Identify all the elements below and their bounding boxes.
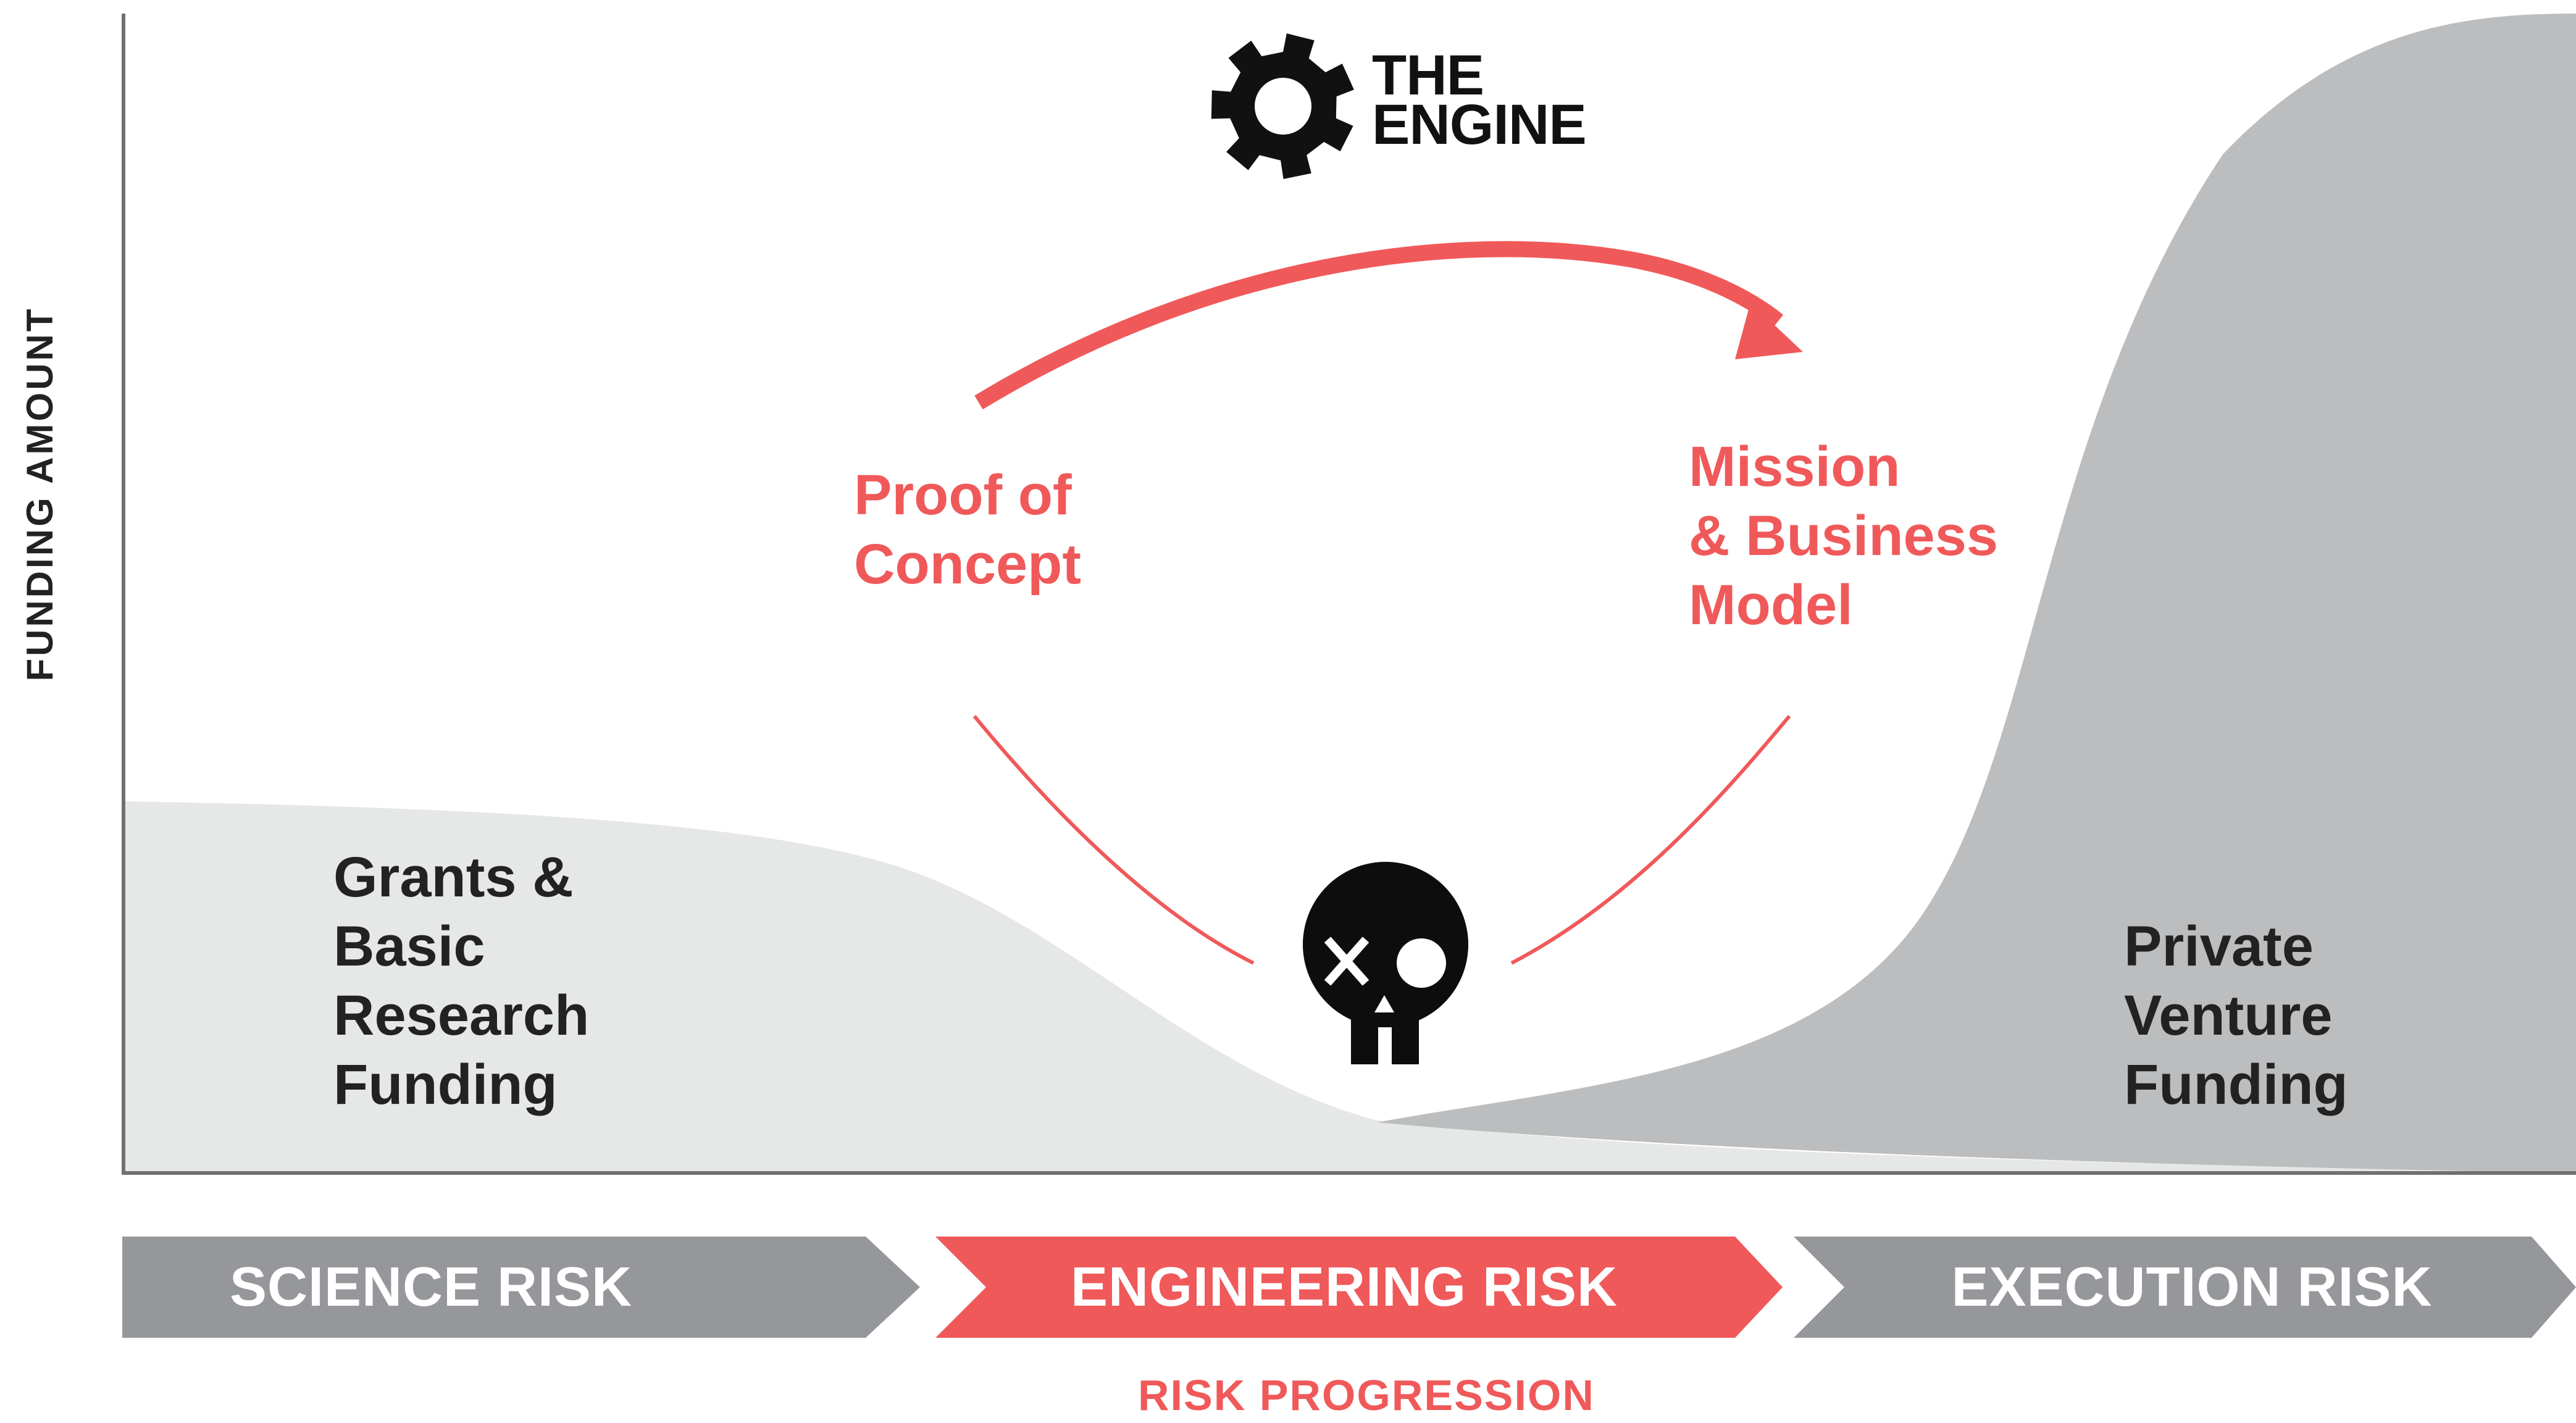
- logo-line-1: THE: [1372, 44, 1484, 107]
- gear-hole: [1255, 78, 1311, 135]
- stage-engineering-risk: [935, 1237, 1783, 1338]
- stage-science-risk: [122, 1237, 920, 1338]
- grants-line: Funding: [333, 1053, 558, 1116]
- mission-line: Mission: [1689, 435, 1901, 498]
- stage-label-execution: EXECUTION RISK: [1951, 1256, 2433, 1318]
- venture-funding-area: [1377, 14, 2576, 1173]
- stage-execution-risk: [1794, 1237, 2576, 1338]
- skull-icon: [1303, 862, 1468, 1064]
- grants-label: Grants & Basic Research Funding: [333, 843, 589, 1119]
- mission-line: Model: [1689, 574, 1853, 636]
- engine-gear-icon: [1211, 33, 1354, 179]
- mission-line: & Business: [1689, 504, 1999, 567]
- proof-line: Proof of: [854, 464, 1072, 527]
- mission-business-model-label: Mission & Business Model: [1689, 432, 1998, 640]
- curved-arrow-icon: [974, 241, 1784, 410]
- logo-wordmark: THE ENGINE: [1372, 44, 1587, 156]
- private-line: Funding: [2124, 1053, 2348, 1116]
- private-line: Venture: [2124, 984, 2333, 1047]
- proof-of-concept-label: Proof of Concept: [854, 461, 1081, 599]
- grants-line: Research: [333, 984, 590, 1047]
- stage-label-science: SCIENCE RISK: [229, 1256, 633, 1318]
- grants-funding-area: [123, 801, 2576, 1173]
- failure-line-right: [1510, 715, 1791, 965]
- private-line: Private: [2124, 915, 2314, 978]
- failure-line-left: [972, 715, 1255, 965]
- private-venture-label: Private Venture Funding: [2124, 912, 2348, 1119]
- proof-line: Concept: [854, 533, 1081, 596]
- arrow-head: [1735, 303, 1803, 359]
- grants-line: Basic: [333, 915, 485, 978]
- y-axis-label: FUNDING AMOUNT: [19, 306, 61, 682]
- logo-line-2: ENGINE: [1372, 93, 1587, 156]
- stage-label-engineering: ENGINEERING RISK: [1070, 1256, 1618, 1318]
- x-axis-label: RISK PROGRESSION: [1138, 1371, 1595, 1419]
- grants-line: Grants &: [333, 846, 574, 909]
